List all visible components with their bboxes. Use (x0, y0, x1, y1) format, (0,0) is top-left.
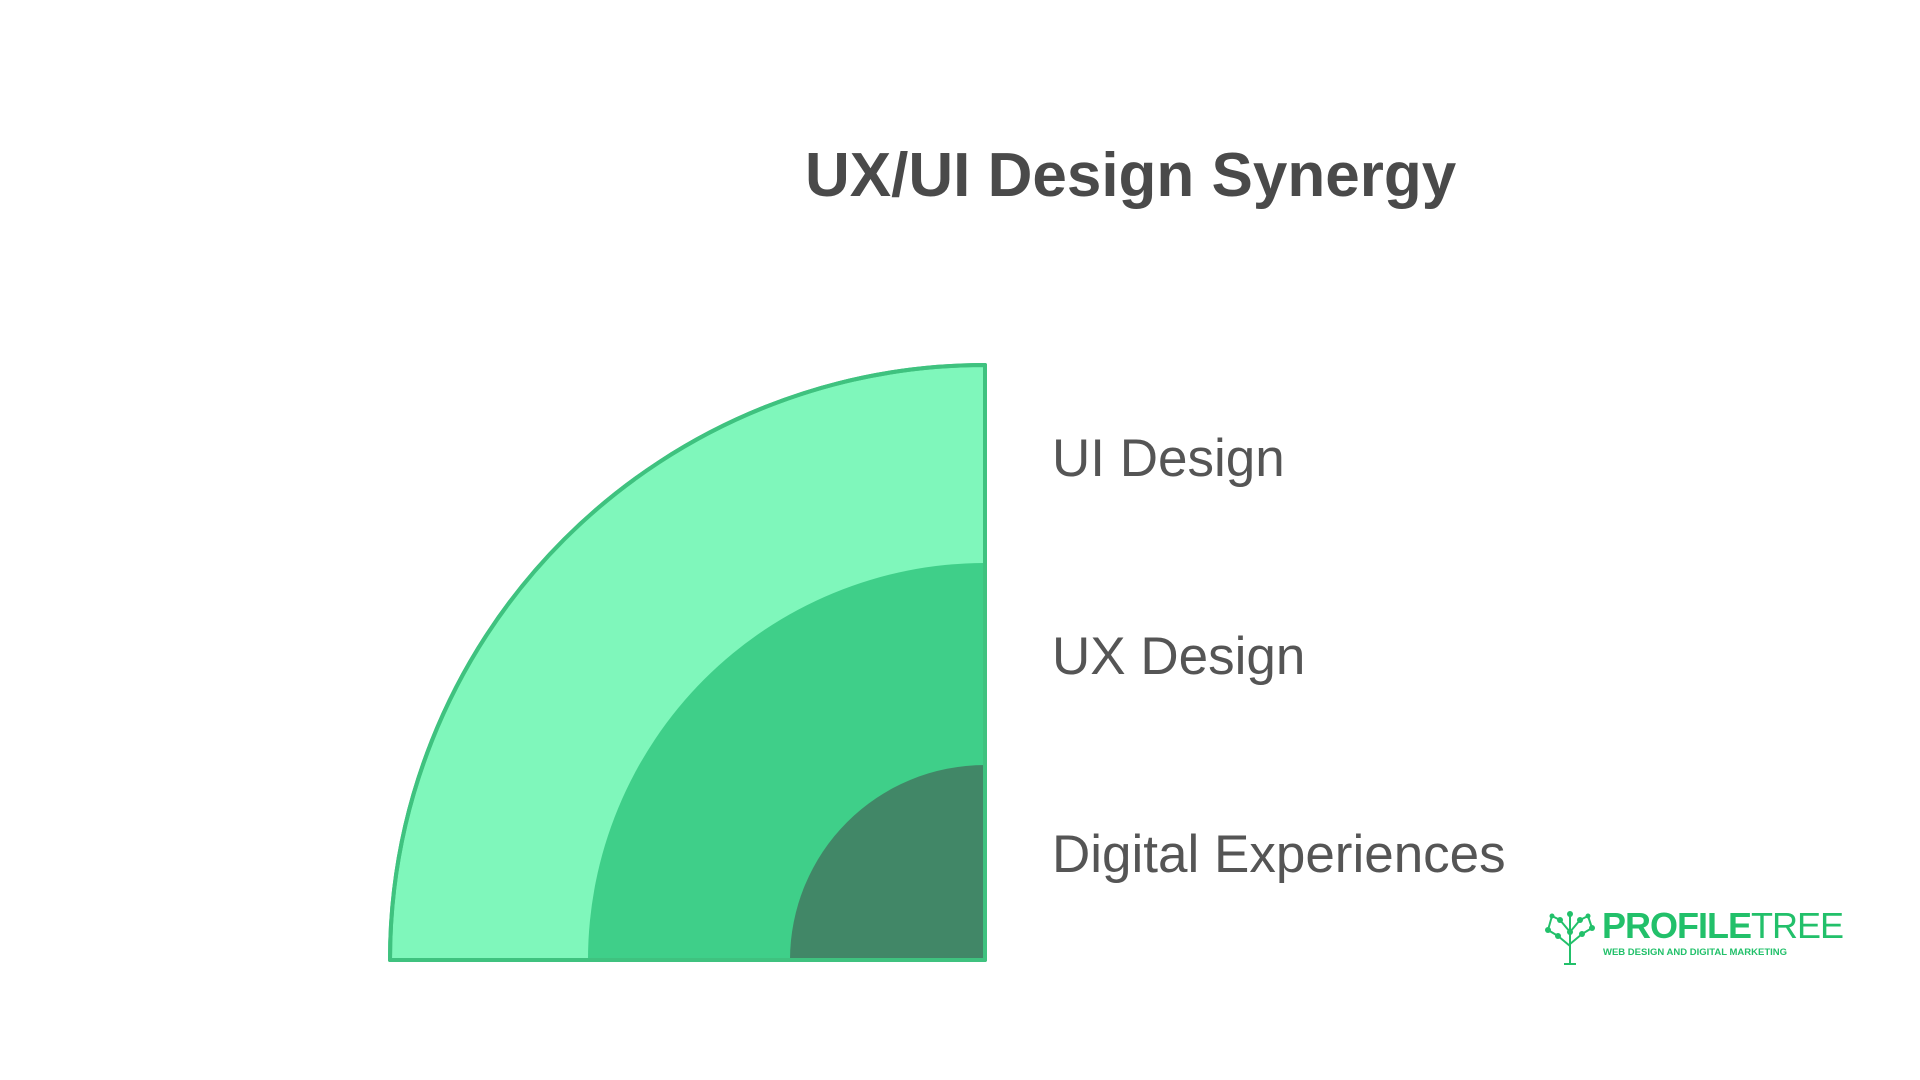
ux-design-label: UX Design (1052, 627, 1306, 686)
logo-brand-bold: PROFILE (1602, 905, 1752, 946)
digital-experiences-layer (790, 765, 985, 960)
profiletree-logo: PROFILETREE WEB DESIGN AND DIGITAL MARKE… (1542, 906, 1844, 966)
diagram-outline (388, 363, 987, 962)
tree-icon (1545, 911, 1595, 965)
logo-wordmark: PROFILETREE (1602, 905, 1844, 946)
logo-brand-light: TREE (1751, 905, 1844, 946)
digital-experiences-label: Digital Experiences (1052, 825, 1506, 884)
ui-design-label: UI Design (1052, 429, 1285, 488)
logo-tagline: WEB DESIGN AND DIGITAL MARKETING (1603, 947, 1788, 958)
page-title: UX/UI Design Synergy (805, 141, 1457, 210)
